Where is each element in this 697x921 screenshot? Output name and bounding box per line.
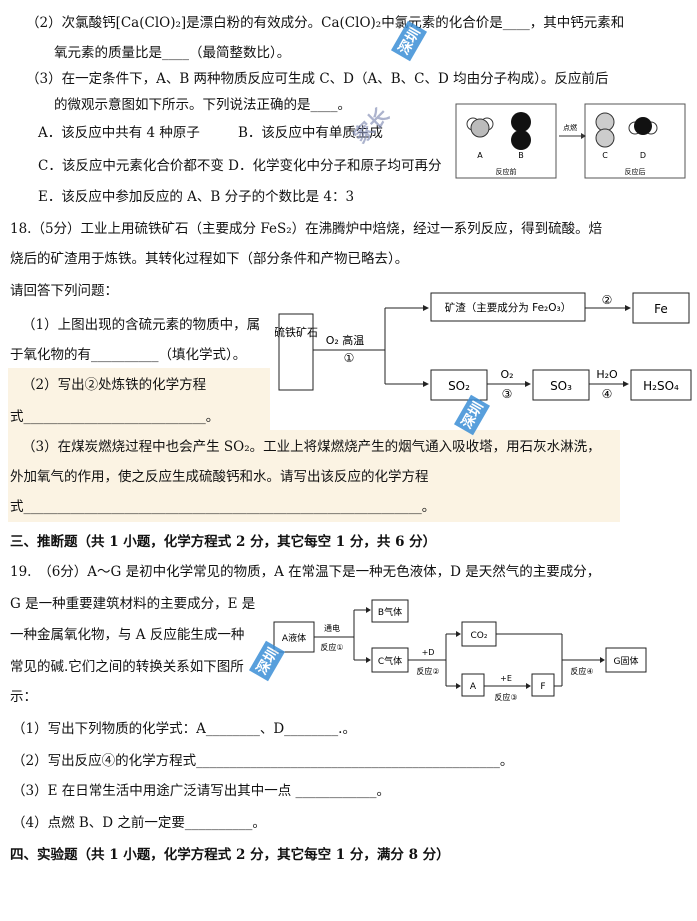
label-b: B <box>518 151 524 160</box>
b-gas-box <box>371 599 409 623</box>
q17-part2-line1: （2）次氯酸钙[Ca(ClO)₂]是漂白粉的有效成分。Ca(ClO)₂中氯元素的… <box>26 15 625 31</box>
pyrite-box <box>278 313 314 391</box>
q18-line1: 18.（5分）工业上用硫铁矿石（主要成分 FeS₂）在沸腾炉中焙烧，经过一系列反… <box>10 221 603 237</box>
molecule-a <box>466 117 494 138</box>
g-solid-label: G固体 <box>614 655 639 667</box>
b-gas-label: B气体 <box>378 606 402 618</box>
q18-part2-line1: （2）写出②处炼铁的化学方程 <box>22 377 207 393</box>
q19-question4: （4）点燃 B、D 之前一定要__________。 <box>12 815 266 831</box>
q18-line3: 请回答下列问题： <box>10 283 118 299</box>
label-c: C <box>602 151 608 160</box>
inference-flow: A液体 通电 反应① B气体 C气体 +D 反应② CO₂ A +E 反应③ F… <box>273 599 647 702</box>
sulfuric-acid-flow: 硫铁矿石 O₂ 高温 ① 矿渣（主要成分为 Fe₂O₃） ② Fe SO₂ O₂… <box>275 292 692 401</box>
q17-option-b: B．该反应中有单质生成 <box>238 125 383 141</box>
ignite-label: 点燃 <box>563 123 577 132</box>
q17-part3-line1: （3）在一定条件下，A、B 两种物质反应可生成 C、D（A、B、C、D 均由分子… <box>26 71 609 87</box>
fe-box <box>632 292 690 324</box>
q17-option-a: A．该反应中共有 4 种原子 <box>38 125 200 141</box>
q19-question2: （2）写出反应④的化学方程式__________________________… <box>12 753 514 769</box>
label-a: A <box>477 151 483 160</box>
so3-label: SO₃ <box>550 379 572 393</box>
molecule-c <box>595 112 615 148</box>
q19-line2: G 是一种重要建筑材料的主要成分，E 是 <box>10 596 256 612</box>
pyrite-label: 硫铁矿石 <box>275 325 318 339</box>
fe-label: Fe <box>654 302 668 316</box>
q19-question1: （1）写出下列物质的化学式：A________、D________.。 <box>12 721 356 737</box>
electrolysis-label: 通电 <box>324 623 340 633</box>
molecule-b <box>511 112 531 150</box>
slag-box <box>430 292 586 322</box>
f-box-label: F <box>540 682 545 692</box>
a-liquid-box <box>273 621 315 653</box>
section3-title: 三、推断题（共 1 小题，化学方程式 2 分，其它每空 1 分，共 6 分） <box>10 534 437 550</box>
a-liquid-label: A液体 <box>282 632 306 644</box>
reaction3-label: 反应③ <box>494 692 517 702</box>
before-box <box>455 103 557 179</box>
q17-part2-line2: 氧元素的质量比是____（最简整数比）。 <box>54 45 291 61</box>
step1-condition: O₂ 高温 <box>326 333 365 347</box>
reaction1-label: 反应① <box>320 642 343 652</box>
so3-box <box>532 369 590 401</box>
q18-part1-line2: 于氧化物的有__________（填化学式）。 <box>10 347 247 363</box>
so2-box <box>430 369 488 401</box>
step3-reagent: O₂ <box>500 368 513 381</box>
micro-diagram: A B 反应前 点燃 C D 反应后 <box>455 103 686 179</box>
q18-part3-line3: 式_______________________________________… <box>10 499 436 515</box>
co2-label: CO₂ <box>471 631 488 641</box>
step3-number: ③ <box>502 387 513 401</box>
g-solid-box <box>605 647 647 673</box>
q18-part3-line1: （3）在煤炭燃烧过程中也会产生 SO₂。工业上将煤燃烧产生的烟气通入吸收塔，用石… <box>22 439 601 455</box>
step4-number: ④ <box>602 387 613 401</box>
plus-e-label: +E <box>500 674 512 683</box>
q17-option-cd: C．该反应中元素化合价都不变 D．化学变化中分子和原子均可再分 <box>38 158 442 174</box>
c-gas-box <box>371 647 409 673</box>
after-label: 反应后 <box>625 167 646 176</box>
so2-label: SO₂ <box>448 379 470 393</box>
q17-option-e: E．该反应中参加反应的 A、B 分子的个数比是 4：3 <box>38 189 355 205</box>
label-d: D <box>640 151 646 160</box>
step2-number: ② <box>602 293 613 307</box>
molecule-d <box>628 117 658 135</box>
q18-part1-line1: （1）上图出现的含硫元素的物质中，属 <box>22 317 261 333</box>
co2-box <box>461 621 497 647</box>
before-label: 反应前 <box>496 167 517 176</box>
q19-line4: 常见的碱.它们之间的转换关系如下图所 <box>10 659 244 675</box>
step4-reagent: H₂O <box>596 368 618 381</box>
q19-question3: （3）E 在日常生活中用途广泛请写出其中一点 ____________。 <box>12 783 391 799</box>
q19-line1: 19. （6分）A～G 是初中化学常见的物质，A 在常温下是一种无色液体，D 是… <box>10 564 601 580</box>
reaction4-label: 反应④ <box>570 666 593 676</box>
section4-title: 四、实验题（共 1 小题，化学方程式 2 分，其它每空 1 分，满分 8 分） <box>10 847 450 863</box>
reaction2-label: 反应② <box>416 666 439 676</box>
a-box-label: A <box>470 682 477 692</box>
q18-line2: 烧后的矿渣用于炼铁。其转化过程如下（部分条件和产物已略去）。 <box>10 251 409 267</box>
q17-part3-line2: 的微观示意图如下所示。下列说法正确的是____。 <box>54 97 351 113</box>
a-box <box>461 673 485 697</box>
q18-part2-line2: 式___________________________。 <box>10 409 220 425</box>
h2so4-box <box>630 369 692 401</box>
f-box <box>531 673 555 697</box>
c-gas-label: C气体 <box>378 655 402 667</box>
slag-label: 矿渣（主要成分为 Fe₂O₃） <box>445 301 571 314</box>
h2so4-label: H₂SO₄ <box>643 379 679 393</box>
q19-line5: 示： <box>10 689 37 705</box>
q19-line3: 一种金属氧化物，与 A 反应能生成一种 <box>10 627 245 643</box>
step1-number: ① <box>344 351 355 365</box>
q18-part3-line2: 外加氧气的作用，使之反应生成硫酸钙和水。请写出该反应的化学方程 <box>10 469 429 485</box>
plus-d-label: +D <box>422 648 435 657</box>
